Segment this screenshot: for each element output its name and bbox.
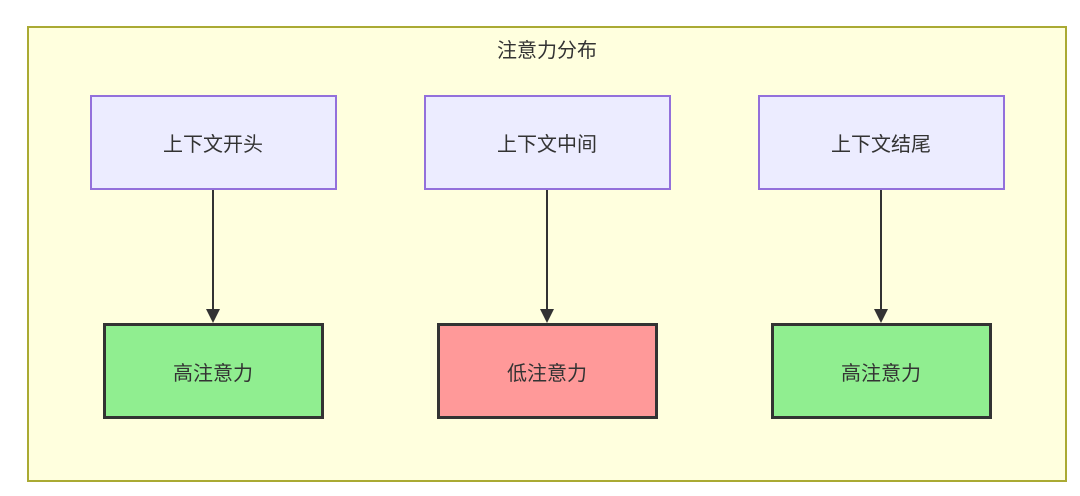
attention-column-start: 上下文开头 高注意力: [89, 95, 337, 419]
context-start-node: 上下文开头: [89, 95, 337, 190]
context-start-label: 上下文开头: [163, 134, 263, 156]
attention-column-middle: 上下文中间 低注意力: [423, 95, 671, 419]
low-attention-node: 低注意力: [436, 323, 658, 419]
high-attention-node: 高注意力: [102, 323, 324, 419]
arrow-down-icon: [540, 190, 554, 323]
high-attention-node: 高注意力: [770, 323, 992, 419]
arrow-down-icon: [874, 190, 888, 323]
low-attention-label: 低注意力: [507, 362, 587, 385]
context-end-node: 上下文结尾: [757, 95, 1005, 190]
high-attention-label: 高注意力: [841, 362, 921, 385]
diagram-canvas: 注意力分布 上下文开头 高注意力 上下文中间 低注意力: [27, 26, 1067, 482]
high-attention-label: 高注意力: [173, 362, 253, 385]
attention-columns: 上下文开头 高注意力 上下文中间 低注意力 上下文结: [29, 95, 1065, 419]
context-middle-label: 上下文中间: [497, 134, 597, 156]
diagram-title: 注意力分布: [497, 40, 597, 62]
context-middle-node: 上下文中间: [423, 95, 671, 190]
attention-column-end: 上下文结尾 高注意力: [757, 95, 1005, 419]
context-end-label: 上下文结尾: [831, 134, 931, 156]
arrow-down-icon: [206, 190, 220, 323]
